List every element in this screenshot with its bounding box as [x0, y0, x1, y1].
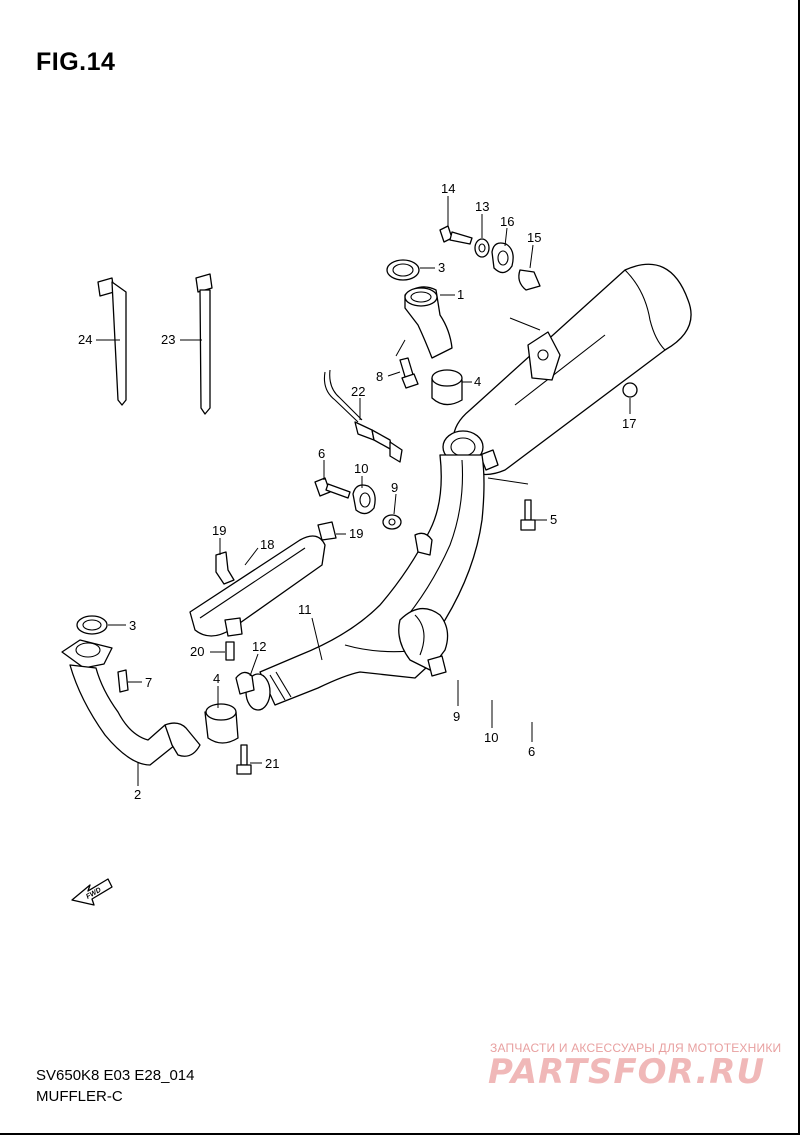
- callout-8: 8: [376, 369, 383, 384]
- connector-pipe-1: [386, 259, 453, 359]
- callout-12: 12: [252, 639, 266, 654]
- callout-23: 23: [161, 332, 175, 347]
- callout-19-left: 19: [212, 523, 226, 538]
- cable-tie-23: [195, 273, 213, 415]
- sleeve-4-top: [431, 369, 463, 406]
- callout-13: 13: [475, 199, 489, 214]
- callout-7: 7: [145, 675, 152, 690]
- callout-4-top: 4: [474, 374, 481, 389]
- watermark-tagline: ЗАПЧАСТИ И АКСЕССУАРЫ ДЛЯ МОТОТЕХНИКИ: [490, 1041, 782, 1055]
- callout-10-bottom: 10: [484, 730, 498, 745]
- mount-hardware-top: [439, 225, 638, 398]
- mount-hardware-mid: [314, 477, 402, 530]
- watermark-logo: PARTSFOR.RU: [488, 1052, 766, 1092]
- bolt-8: [399, 357, 419, 389]
- front-pipe-2: [61, 615, 201, 766]
- leader-lines: [96, 196, 631, 786]
- callout-16: 16: [500, 214, 514, 229]
- model-code: SV650K8 E03 E28_014: [36, 1067, 195, 1084]
- callout-labels: 14 13 16 15 3 1 8 4 17 22 6 10 9 5 19 18…: [78, 181, 636, 802]
- callout-21: 21: [265, 756, 279, 771]
- muffler-body: [442, 263, 692, 476]
- clamp-hardware: [225, 641, 255, 775]
- fwd-arrow-icon: FWD: [71, 878, 113, 906]
- bolt-5: [520, 499, 536, 531]
- callout-19-right: 19: [349, 526, 363, 541]
- callout-10-top: 10: [354, 461, 368, 476]
- callout-6-bottom: 6: [528, 744, 535, 759]
- callout-14: 14: [441, 181, 455, 196]
- oxygen-sensor-22: [323, 369, 403, 463]
- callout-3-top: 3: [438, 260, 445, 275]
- heat-shield-18: [189, 521, 337, 637]
- callout-6-top: 6: [318, 446, 325, 461]
- callout-20: 20: [190, 644, 204, 659]
- figure-title: FIG.14: [36, 48, 116, 76]
- callout-2: 2: [134, 787, 141, 802]
- callout-3-bottom: 3: [129, 618, 136, 633]
- callout-24: 24: [78, 332, 92, 347]
- callout-11: 11: [298, 602, 312, 617]
- cable-tie-24: [97, 277, 127, 406]
- callout-9-top: 9: [391, 480, 398, 495]
- section-name: MUFFLER-C: [36, 1088, 123, 1105]
- callout-15: 15: [527, 230, 541, 245]
- callout-22: 22: [351, 384, 365, 399]
- callout-17: 17: [622, 416, 636, 431]
- callout-5: 5: [550, 512, 557, 527]
- callout-4-bottom: 4: [213, 671, 220, 686]
- callout-1: 1: [457, 287, 464, 302]
- callout-18: 18: [260, 537, 274, 552]
- callout-9-bottom: 9: [453, 709, 460, 724]
- sleeve-4-bottom: [204, 703, 239, 744]
